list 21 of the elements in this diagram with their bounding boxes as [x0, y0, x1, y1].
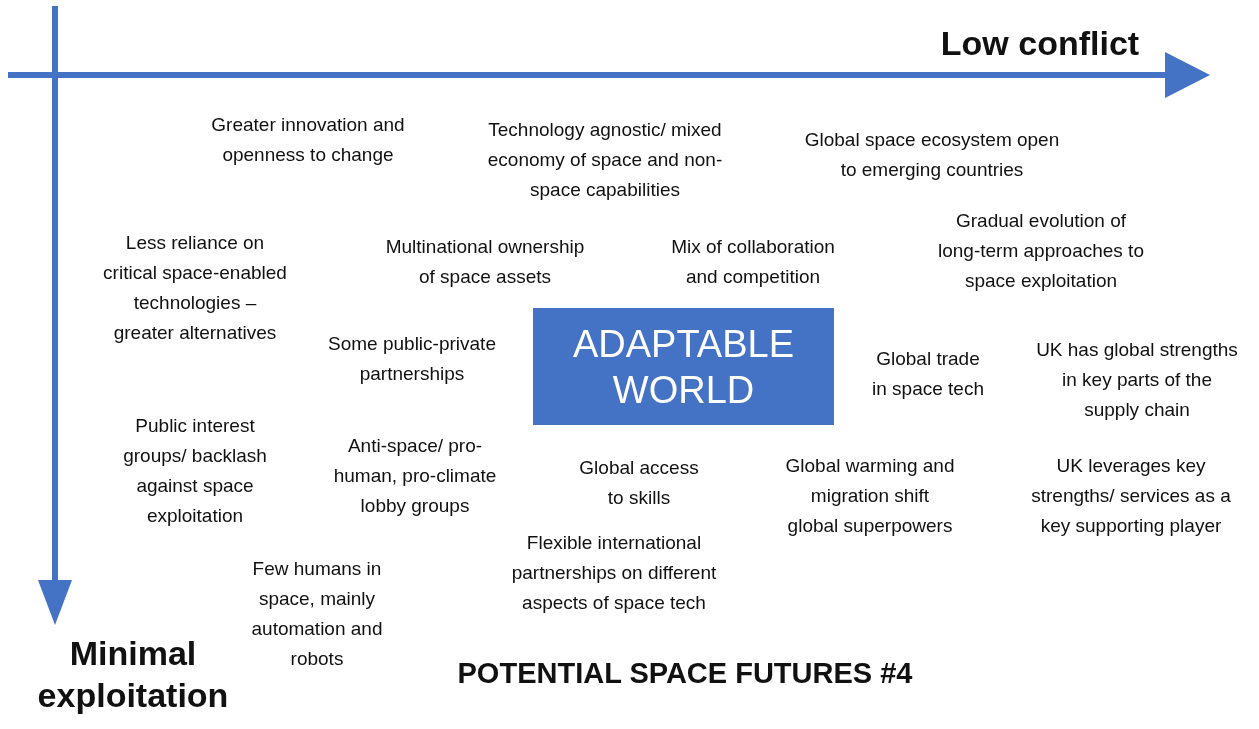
scenario-note: Flexible international partnerships on different aspects of space tech: [510, 531, 718, 615]
scenario-note: Multinational ownership of space assets: [384, 235, 586, 289]
scenario-note: Technology agnostic/ mixed economy of space and non-space capabilities: [486, 118, 724, 202]
scenario-note: Less reliance on critical space-enabled technologies – greater alternatives: [102, 231, 288, 345]
scenario-note: Anti-space/ pro-human, pro-climate lobby groups: [332, 434, 498, 518]
scenario-note: Mix of collaboration and competition: [670, 235, 836, 289]
scenario-note: Global warming and migration shift global superpowers: [785, 454, 955, 538]
scenario-note: Global access to skills: [578, 456, 700, 510]
axis-label: Low conflict: [939, 23, 1141, 64]
scenario-note: Gradual evolution of long-term approaches to space exploitation: [937, 209, 1145, 293]
scenario-note: Global trade in space tech: [871, 347, 985, 401]
scenario-note: Public interest groups/ backlash against space exploitation: [122, 414, 268, 528]
scenario-note: Some public-private partnerships: [327, 332, 497, 386]
axis-label: Minimal exploitation: [36, 633, 230, 716]
scenario-note: Greater innovation and openness to change: [210, 113, 406, 167]
diagram-title: POTENTIAL SPACE FUTURES #4: [456, 656, 914, 691]
scenario-note: UK leverages key strengths/ services as a key supporting player: [1030, 454, 1232, 538]
scenario-note: Few humans in space, mainly automation and robots: [250, 557, 384, 671]
scenario-box: ADAPTABLE WORLD: [533, 308, 834, 425]
scenario-note: UK has global strengths in key parts of the supply chain: [1035, 338, 1239, 422]
scenario-note: Global space ecosystem open to emerging countries: [803, 128, 1061, 182]
